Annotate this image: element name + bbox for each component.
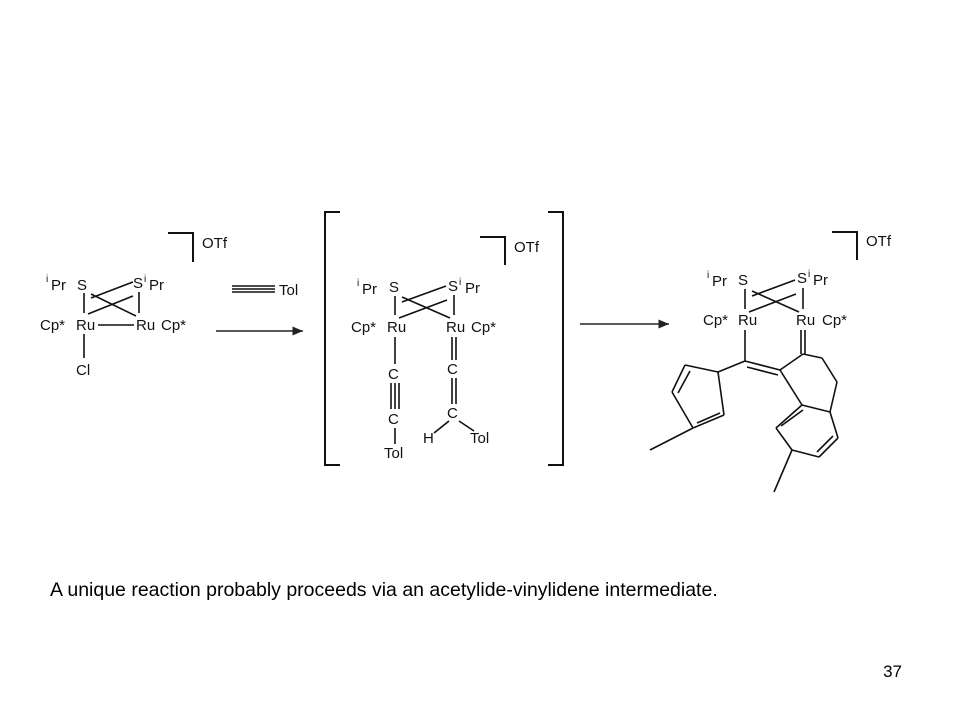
ruthenium-atom: Ru bbox=[738, 312, 757, 329]
ipr-prefix: i bbox=[357, 278, 359, 289]
left-square-bracket bbox=[324, 211, 340, 466]
slide-caption: A unique reaction probably proceeds via … bbox=[50, 579, 718, 601]
sulfur-atom: S bbox=[738, 272, 748, 289]
ruthenium-atom: Ru bbox=[136, 317, 155, 334]
ipr-label: Pr bbox=[51, 277, 66, 294]
product-cation-bracket bbox=[832, 231, 858, 260]
cp-star-ligand: Cp* bbox=[161, 317, 186, 334]
cp-star-ligand: Cp* bbox=[471, 319, 496, 336]
product-counterion: OTf bbox=[866, 233, 892, 250]
intermediate-bonds bbox=[390, 285, 475, 444]
ipr-label: Pr bbox=[813, 272, 828, 289]
cp-star-ligand: Cp* bbox=[703, 312, 728, 329]
sulfur-atom: S bbox=[448, 278, 458, 295]
intermediate-complex: OTf i Pr S S i Pr Cp* Ru Ru Cp* C C Tol … bbox=[324, 211, 564, 466]
reagent-tolylacetylene: Tol bbox=[232, 282, 298, 299]
sulfur-atom: S bbox=[133, 275, 143, 292]
cp-star-ligand: Cp* bbox=[40, 317, 65, 334]
tolyl-group: Tol bbox=[384, 445, 403, 462]
ruthenium-atom: Ru bbox=[387, 319, 406, 336]
hydrogen-atom: H bbox=[423, 430, 434, 447]
reactant-complex: OTf i Pr S S i Pr Cp* Ru Ru Cp* Cl bbox=[40, 232, 228, 379]
carbon-atom: C bbox=[388, 411, 399, 428]
sulfur-atom: S bbox=[797, 270, 807, 287]
ruthenium-atom: Ru bbox=[796, 312, 815, 329]
carbon-atom: C bbox=[447, 405, 458, 422]
ipr-label: Pr bbox=[362, 281, 377, 298]
page-number: 37 bbox=[883, 662, 902, 681]
product-bonds bbox=[649, 279, 839, 493]
ipr-prefix: i bbox=[46, 274, 48, 285]
intermediate-counterion: OTf bbox=[514, 239, 540, 256]
ipr-label: Pr bbox=[149, 277, 164, 294]
sulfur-atom: S bbox=[389, 279, 399, 296]
sulfur-atom: S bbox=[77, 277, 87, 294]
intermediate-cation-bracket bbox=[480, 236, 506, 265]
tolyl-group: Tol bbox=[279, 282, 298, 299]
ipr-prefix: i bbox=[808, 269, 810, 280]
ipr-label: Pr bbox=[712, 273, 727, 290]
carbon-atom: C bbox=[388, 366, 399, 383]
ipr-prefix: i bbox=[459, 277, 461, 288]
ruthenium-atom: Ru bbox=[76, 317, 95, 334]
ruthenium-atom: Ru bbox=[446, 319, 465, 336]
chloride-ligand: Cl bbox=[76, 362, 90, 379]
right-square-bracket bbox=[548, 211, 564, 466]
ipr-prefix: i bbox=[144, 274, 146, 285]
reactant-counterion: OTf bbox=[202, 235, 228, 252]
ipr-prefix: i bbox=[707, 270, 709, 281]
ipr-label: Pr bbox=[465, 280, 480, 297]
tolyl-group: Tol bbox=[470, 430, 489, 447]
carbon-atom: C bbox=[447, 361, 458, 378]
cp-star-ligand: Cp* bbox=[351, 319, 376, 336]
reactant-bonds bbox=[83, 281, 140, 358]
reactant-cation-bracket bbox=[168, 232, 194, 262]
product-complex: OTf i Pr S S i Pr Cp* Ru Ru Cp* bbox=[649, 231, 892, 493]
cp-star-ligand: Cp* bbox=[822, 312, 847, 329]
